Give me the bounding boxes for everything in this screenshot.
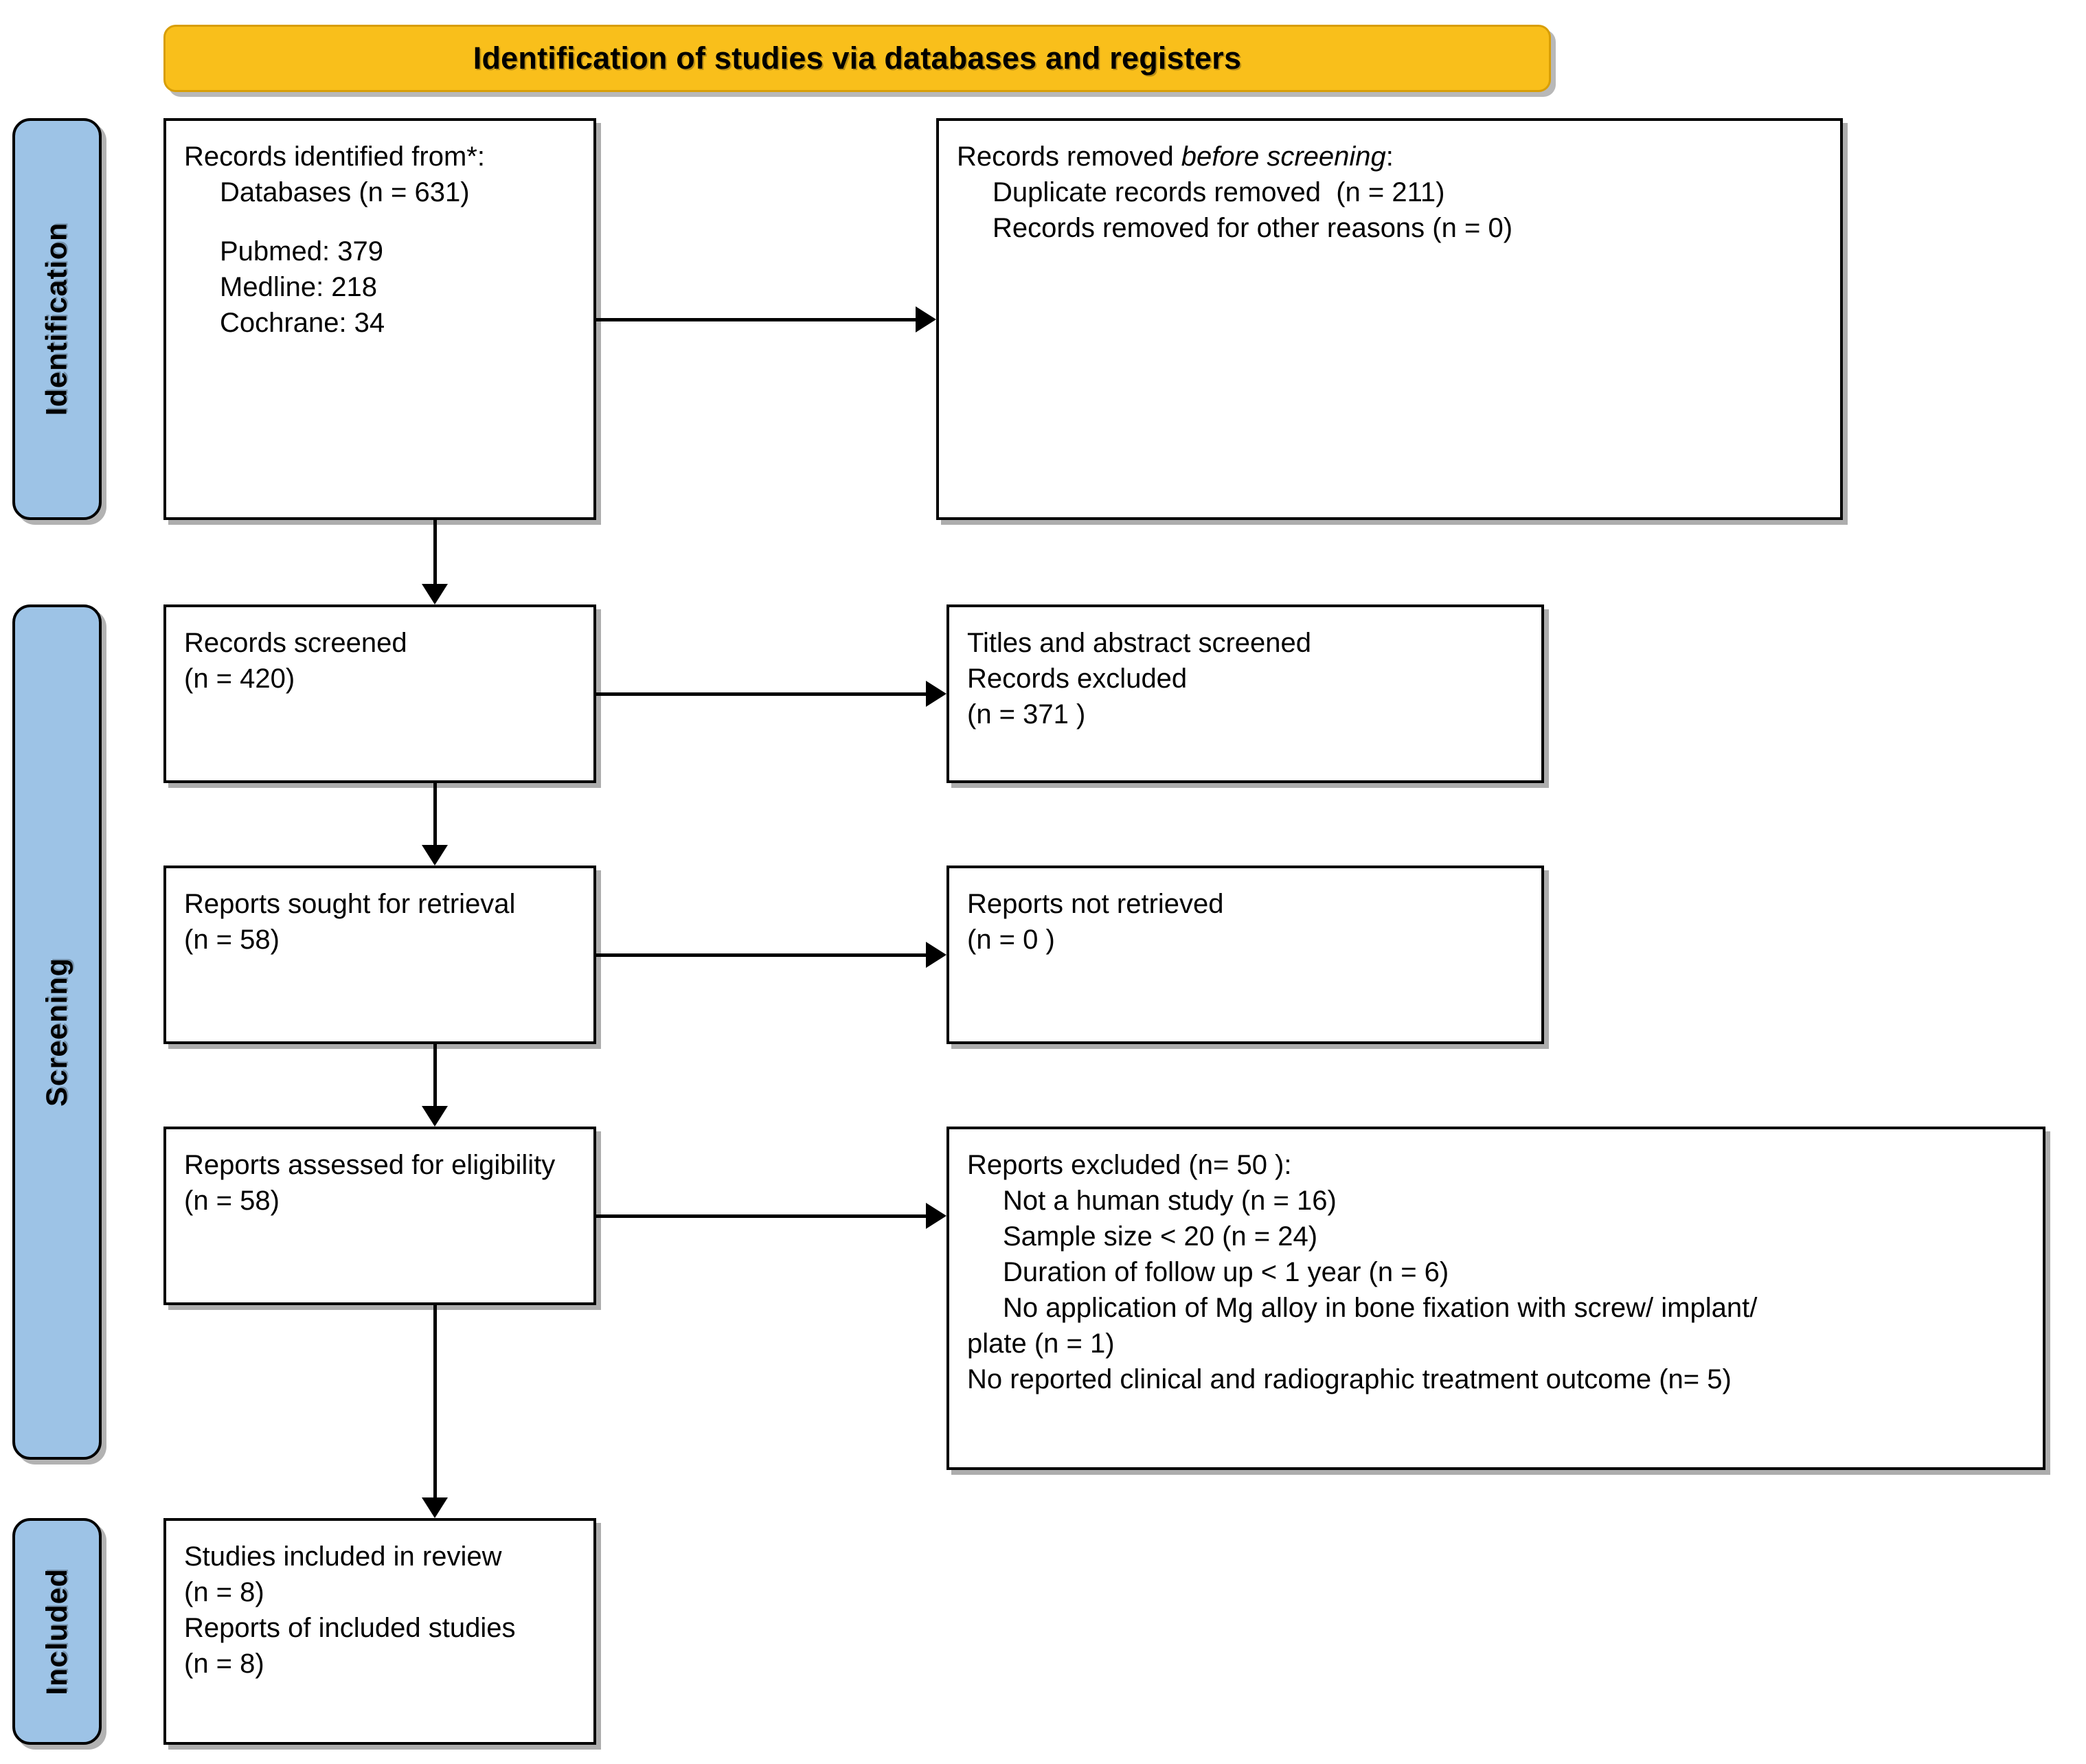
box-line: Cochrane: 34: [220, 308, 385, 338]
stage-label-identification-text: Identification: [40, 222, 73, 416]
box-reports-excluded: Reports excluded (n= 50 ): Not a human s…: [946, 1127, 2045, 1470]
arrowhead-screened-to-excluded: [926, 681, 946, 707]
box-studies-included: Studies included in review (n = 8) Repor…: [163, 1518, 596, 1745]
arrowhead-identified-to-removed: [916, 306, 936, 332]
box-reports-assessed-for-eligibility: Reports assessed for eligibility (n = 58…: [163, 1127, 596, 1305]
box-line: Records screened: [184, 628, 407, 658]
box-reports-not-retrieved: Reports not retrieved (n = 0 ): [946, 866, 1544, 1044]
box-line: (n = 420): [184, 664, 295, 694]
stage-label-included-text: Included: [40, 1568, 73, 1695]
box-line-emphasis: before screening: [1181, 142, 1386, 172]
connector-identified-to-removed: [596, 318, 916, 321]
box-line: Reports sought for retrieval: [184, 889, 516, 919]
box-line: Medline: 218: [220, 272, 378, 302]
box-line: Studies included in review: [184, 1541, 502, 1572]
stage-label-included: Included: [12, 1518, 102, 1745]
box-records-removed-before-screening: Records removed before screening: Duplic…: [936, 118, 1843, 520]
connector-identified-to-screened: [433, 520, 437, 585]
box-line: Records identified from*:: [184, 142, 485, 172]
box-line: Titles and abstract screened: [967, 628, 1311, 658]
box-line-spacer: [184, 210, 576, 234]
arrowhead-sought-to-assessed: [422, 1106, 448, 1127]
arrowhead-identified-to-screened: [422, 584, 448, 604]
arrowhead-assessed-to-included: [422, 1497, 448, 1518]
connector-sought-to-not-retrieved: [596, 953, 926, 957]
box-line-prefix: Records removed: [957, 142, 1181, 172]
connector-screened-to-excluded: [596, 692, 926, 696]
box-line: (n = 0 ): [967, 925, 1055, 955]
connector-assessed-to-included: [433, 1305, 437, 1499]
connector-screened-to-sought: [433, 783, 437, 846]
box-line: Records excluded: [967, 664, 1188, 694]
arrowhead-screened-to-sought: [422, 845, 448, 866]
arrowhead-sought-to-not-retrieved: [926, 942, 946, 968]
box-titles-abstracts-excluded: Titles and abstract screened Records exc…: [946, 604, 1544, 783]
box-records-screened: Records screened (n = 420): [163, 604, 596, 783]
box-line: (n = 371 ): [967, 699, 1086, 730]
stage-label-screening-text: Screening: [40, 958, 73, 1107]
connector-assessed-to-reports-excluded: [596, 1214, 926, 1218]
arrowhead-assessed-to-reports-excluded: [926, 1203, 946, 1229]
box-line: Duplicate records removed (n = 211): [993, 177, 1445, 207]
box-line: Duration of follow up < 1 year (n = 6): [1003, 1257, 1449, 1287]
box-line: (n = 8): [184, 1649, 264, 1679]
box-line: Reports not retrieved: [967, 889, 1224, 919]
box-line: (n = 8): [184, 1577, 264, 1607]
connector-sought-to-assessed: [433, 1044, 437, 1107]
stage-label-screening: Screening: [12, 604, 102, 1460]
box-line: Pubmed: 379: [220, 236, 383, 267]
box-line: Databases (n = 631): [220, 177, 470, 207]
box-line: Not a human study (n = 16): [1003, 1186, 1337, 1216]
box-line: Records removed for other reasons (n = 0…: [993, 213, 1513, 243]
box-line: Reports of included studies: [184, 1613, 516, 1643]
box-line-suffix: :: [1385, 142, 1394, 172]
box-line: No reported clinical and radiographic tr…: [967, 1364, 1732, 1394]
header-title: Identification of studies via databases …: [473, 41, 1242, 76]
box-records-identified: Records identified from*: Databases (n =…: [163, 118, 596, 520]
box-reports-sought-for-retrieval: Reports sought for retrieval (n = 58): [163, 866, 596, 1044]
box-line: Records removed before screening:: [957, 139, 1822, 174]
box-line: (n = 58): [184, 1186, 280, 1216]
box-line: No application of Mg alloy in bone fixat…: [1003, 1293, 1758, 1323]
header-banner: Identification of studies via databases …: [163, 25, 1551, 92]
box-line: Reports assessed for eligibility: [184, 1150, 556, 1180]
stage-label-identification: Identification: [12, 118, 102, 520]
box-line: Sample size < 20 (n = 24): [1003, 1221, 1318, 1252]
box-line: Reports excluded (n= 50 ):: [967, 1150, 1292, 1180]
box-line: (n = 58): [184, 925, 280, 955]
box-line: plate (n = 1): [967, 1328, 1115, 1359]
